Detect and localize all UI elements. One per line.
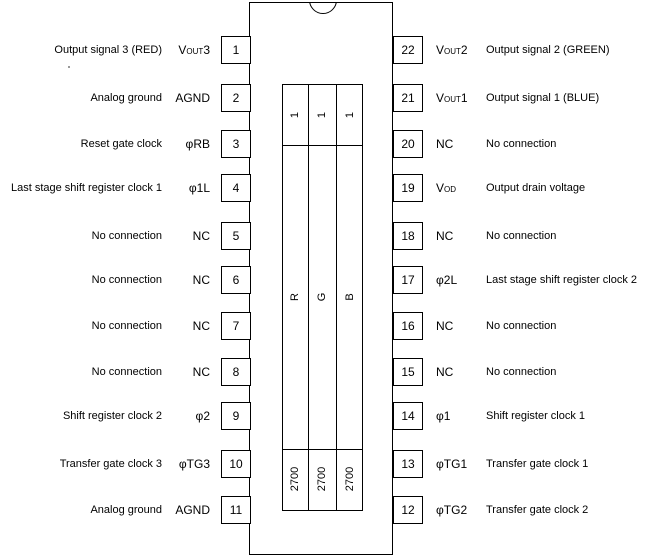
pin-symbol: VOUT1 xyxy=(436,91,468,107)
pin-description: No connection xyxy=(91,366,162,378)
pin-description: Analog ground xyxy=(90,92,162,104)
pin-number-box: 6 xyxy=(221,266,251,294)
pin-description: Shift register clock 1 xyxy=(486,410,586,422)
pin-description: Transfer gate clock 2 xyxy=(486,504,589,516)
pin-symbol: NC xyxy=(436,137,454,151)
pin-symbol-main: V xyxy=(436,91,445,105)
sensor-array xyxy=(282,84,363,511)
pin-description: No connection xyxy=(486,138,557,150)
channel-divider xyxy=(336,84,337,511)
pin-description: No connection xyxy=(486,366,557,378)
pin-description: Shift register clock 2 xyxy=(62,410,162,422)
pin-symbol-tail: 2 xyxy=(460,43,468,57)
pin-symbol: NC xyxy=(436,319,454,333)
pin-symbol: φTG1 xyxy=(436,457,468,471)
pin-symbol: VOUT3 xyxy=(160,43,210,59)
pin-description: No connection xyxy=(486,320,557,332)
pin-number-box: 21 xyxy=(393,84,423,112)
pin-number-box: 9 xyxy=(221,402,251,430)
pin-symbol: φTG3 xyxy=(178,457,210,471)
pin-description: Last stage shift register clock 1 xyxy=(10,182,162,194)
pin-description: Last stage shift register clock 2 xyxy=(486,274,638,286)
pin-description: Transfer gate clock 1 xyxy=(486,458,589,470)
pin-number-box: 1 xyxy=(221,36,251,64)
pin-symbol-main: V xyxy=(436,43,445,57)
pin-symbol: AGND xyxy=(175,91,210,105)
pin-description: No connection xyxy=(91,274,162,286)
pin-symbol: NC xyxy=(192,273,210,287)
pin-number-box: 7 xyxy=(221,312,251,340)
pin-description: No connection xyxy=(486,230,557,242)
sensor-top-label-g: 1 xyxy=(316,111,328,119)
sensor-bottom-label-b: 2700 xyxy=(344,466,356,492)
pin-number-box: 5 xyxy=(221,222,251,250)
pin-symbol-tail: 1 xyxy=(460,91,468,105)
pin-number-box: 16 xyxy=(393,312,423,340)
pin-description: Transfer gate clock 3 xyxy=(59,458,162,470)
pin-number-box: 11 xyxy=(221,496,251,524)
pin-number-box: 18 xyxy=(393,222,423,250)
pin-number-box: 3 xyxy=(221,130,251,158)
sensor-top-divider xyxy=(282,145,363,146)
pin-symbol: NC xyxy=(436,365,454,379)
sensor-top-label-r: 1 xyxy=(289,111,301,119)
ic-package-body xyxy=(249,2,393,555)
pin-number-box: 13 xyxy=(393,450,423,478)
pin-symbol: AGND xyxy=(175,503,210,517)
pin-number-box: 4 xyxy=(221,174,251,202)
pin-description: No connection xyxy=(91,230,162,242)
pin-number-box: 20 xyxy=(393,130,423,158)
pin-number-box: 2 xyxy=(221,84,251,112)
pin-number-box: 14 xyxy=(393,402,423,430)
pin-description: Reset gate clock xyxy=(80,138,162,150)
channel-label-r: R xyxy=(289,293,301,301)
pin-number-box: 15 xyxy=(393,358,423,386)
pin-symbol-subscript: OUT xyxy=(444,95,461,104)
channel-label-b: B xyxy=(344,293,356,301)
pin-symbol-main: V xyxy=(436,181,445,195)
pin-description: Output signal 3 (RED) xyxy=(54,44,162,56)
pin-symbol-tail: 3 xyxy=(203,43,210,57)
channel-divider xyxy=(308,84,309,511)
pin-symbol: VOUT2 xyxy=(436,43,468,59)
pin-symbol: φTG2 xyxy=(436,503,468,517)
pin-symbol: φRB xyxy=(185,137,210,151)
pin-number-box: 8 xyxy=(221,358,251,386)
pin-number-box: 17 xyxy=(393,266,423,294)
pin-description: Output signal 2 (GREEN) xyxy=(486,44,610,56)
pin-number-box: 10 xyxy=(221,450,251,478)
sensor-bottom-label-r: 2700 xyxy=(289,466,301,492)
pin-symbol: VOD xyxy=(436,181,456,197)
pin-symbol: NC xyxy=(192,319,210,333)
sensor-top-label-b: 1 xyxy=(344,111,356,119)
pin-symbol-main: V xyxy=(178,43,187,57)
pin-symbol: φ2L xyxy=(436,273,458,287)
sensor-bottom-divider xyxy=(282,449,363,450)
pin-symbol: φ1 xyxy=(436,409,451,423)
channel-label-g: G xyxy=(316,292,328,302)
pin-number-box: 19 xyxy=(393,174,423,202)
pin-symbol-subscript: OUT xyxy=(444,47,461,56)
pin-description: Output drain voltage xyxy=(486,182,586,194)
pin-description: Analog ground xyxy=(90,504,162,516)
pin-symbol-subscript: OUT xyxy=(186,47,204,56)
pin-description: Output signal 1 (BLUE) xyxy=(486,92,600,104)
pin-number-box: 22 xyxy=(393,36,423,64)
pin-symbol-subscript: OD xyxy=(444,185,457,194)
stray-dot xyxy=(68,66,70,68)
sensor-bottom-label-g: 2700 xyxy=(316,466,328,492)
pin-symbol: φ2 xyxy=(195,409,210,423)
pin-symbol: NC xyxy=(436,229,454,243)
pin-symbol: NC xyxy=(192,229,210,243)
pin-number-box: 12 xyxy=(393,496,423,524)
pin-symbol: NC xyxy=(192,365,210,379)
pin-symbol: φ1L xyxy=(188,181,210,195)
pin-description: No connection xyxy=(91,320,162,332)
